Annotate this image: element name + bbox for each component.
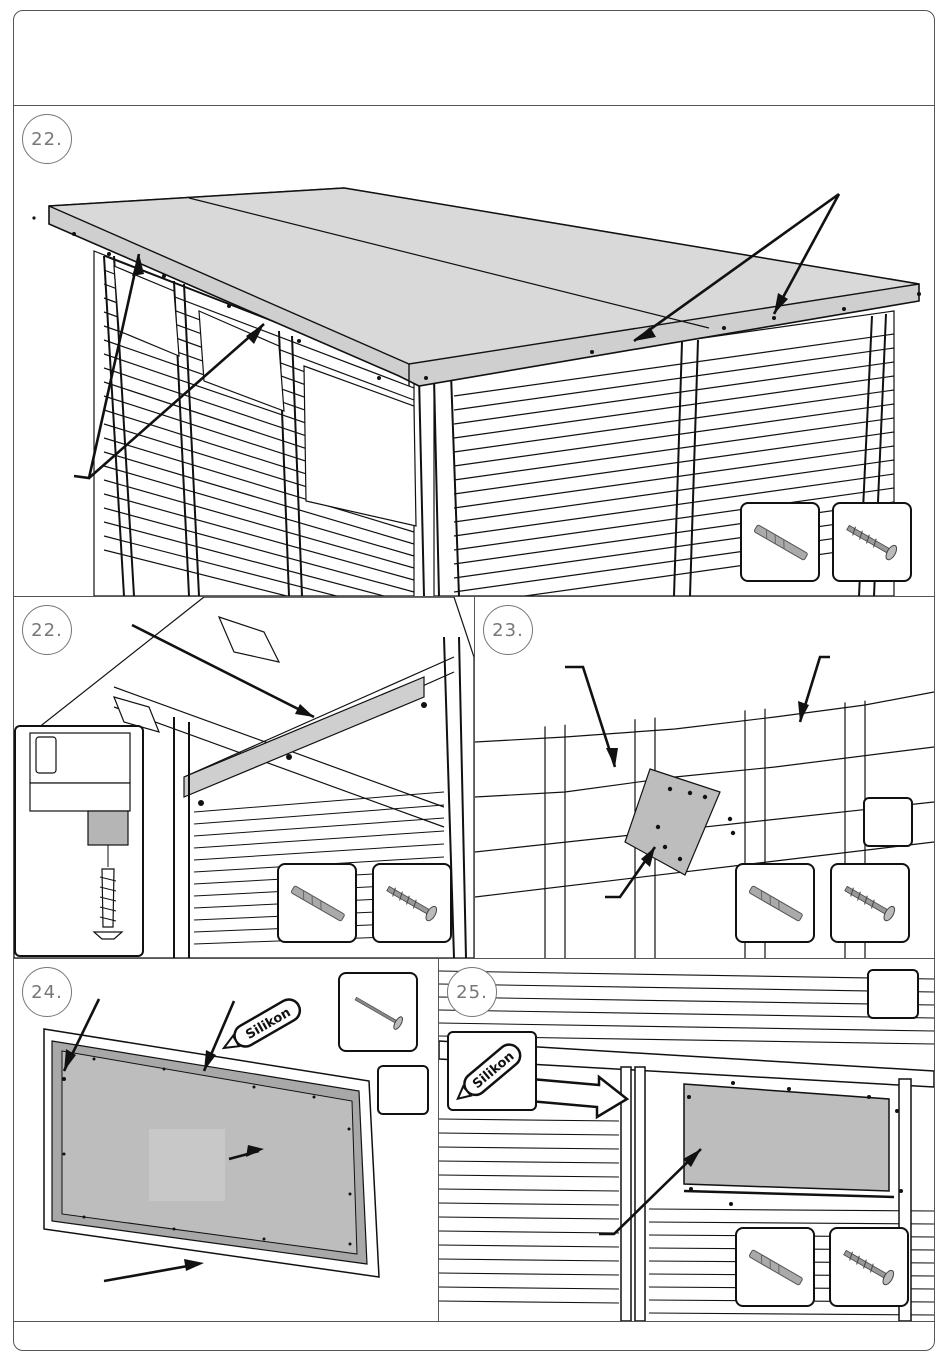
siding-board-line xyxy=(649,1209,934,1211)
tool-box-drill xyxy=(735,1227,815,1307)
ridge-detail-box xyxy=(14,725,144,957)
siding-board-line xyxy=(439,1301,619,1303)
part-box-empty xyxy=(867,969,919,1019)
tool-box-screw xyxy=(832,502,912,582)
silicone-box: Silikon xyxy=(447,1031,537,1111)
silicone-tube-icon: Silikon xyxy=(449,1033,535,1109)
siding-board-line xyxy=(649,1313,934,1315)
drill-bit-icon xyxy=(742,504,818,580)
part-box-empty xyxy=(377,1065,429,1115)
tool-box-screw xyxy=(829,1227,909,1307)
panel-step-25-install: 25. Silikon xyxy=(439,959,934,1321)
nail-icon xyxy=(340,974,416,1050)
siding-board-line xyxy=(439,1217,619,1219)
siding-board-line xyxy=(439,1010,934,1018)
drill-bit-icon xyxy=(737,1229,813,1305)
part-box-empty xyxy=(863,797,913,847)
siding-board-line xyxy=(439,1161,619,1163)
screw-icon xyxy=(834,504,910,580)
step-number: 23. xyxy=(483,605,533,655)
step-number: 24. xyxy=(22,967,72,1017)
panel-step-24-window: Silikon 24. xyxy=(14,959,438,1321)
siding-board-line xyxy=(439,1231,619,1233)
screw-icon xyxy=(831,1229,907,1305)
screw-icon xyxy=(374,865,450,941)
footer-divider xyxy=(13,1321,935,1322)
panel-step-22-ridge: 22. xyxy=(14,597,474,958)
tool-box-drill xyxy=(740,502,820,582)
tool-box-drill xyxy=(277,863,357,943)
tool-box-drill xyxy=(735,863,815,943)
siding-board-line xyxy=(439,1189,619,1191)
siding-board-line xyxy=(439,1245,619,1247)
siding-board-line xyxy=(439,1175,619,1177)
ridge-profile-detail xyxy=(16,727,142,955)
siding-board-line xyxy=(439,1119,619,1121)
siding-board-line xyxy=(439,971,934,979)
siding-board-line xyxy=(439,1023,934,1031)
panel-step-23-corner: 23. xyxy=(475,597,934,958)
step-number: 22. xyxy=(22,114,72,164)
tool-box-screw xyxy=(372,863,452,943)
drill-bit-icon xyxy=(737,865,813,941)
tool-box-screw xyxy=(830,863,910,943)
siding-board-line xyxy=(439,984,934,992)
siding-board-line xyxy=(439,1273,619,1275)
siding-board-line xyxy=(439,1147,619,1149)
drill-bit-icon xyxy=(279,865,355,941)
siding-board-line xyxy=(439,997,934,1005)
siding-board-line xyxy=(649,1222,934,1224)
siding-board-line xyxy=(439,1259,619,1261)
siding-board-line xyxy=(439,1287,619,1289)
screw-icon xyxy=(832,865,908,941)
tool-box-nail xyxy=(338,972,418,1052)
panel-step-22-roof: 22. xyxy=(14,106,934,596)
step-number: 25. xyxy=(447,967,497,1017)
step-number: 22. xyxy=(22,605,72,655)
siding-board-line xyxy=(439,1133,619,1135)
siding-board-line xyxy=(439,1203,619,1205)
